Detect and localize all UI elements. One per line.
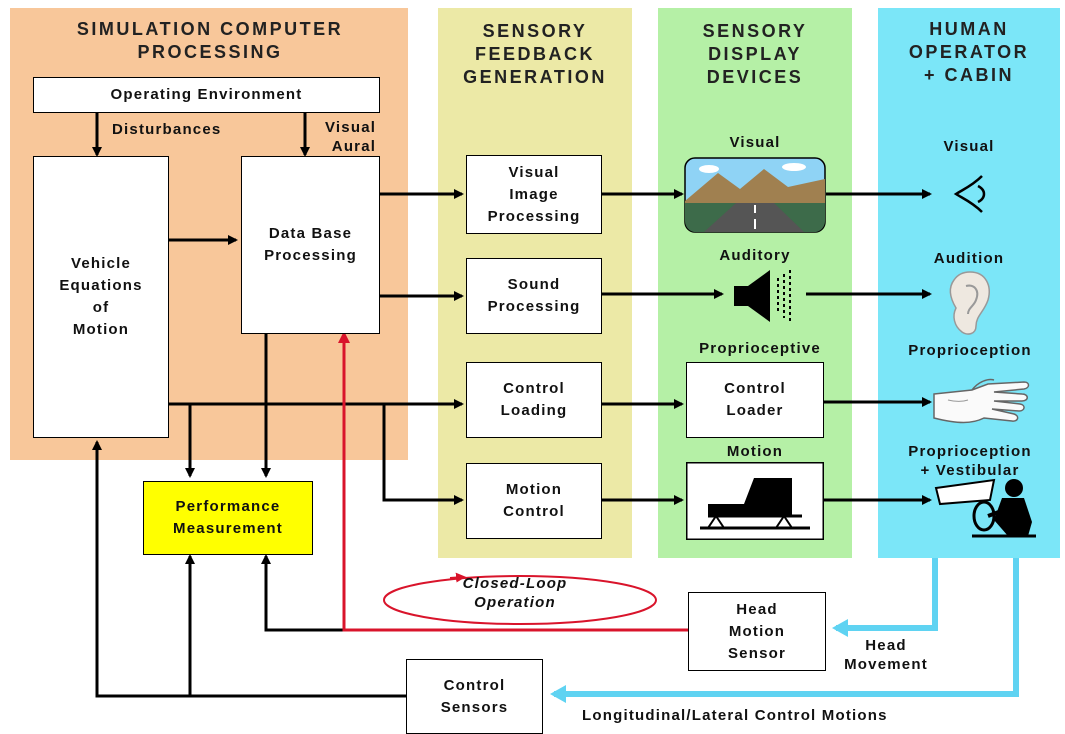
feedback-header: SENSORY FEEDBACK GENERATION — [463, 21, 607, 87]
driver-icon — [934, 478, 1036, 538]
control-loader-box: Control Loader — [686, 362, 824, 438]
speaker-icon — [734, 270, 791, 322]
human-visual-label: Visual — [943, 138, 995, 155]
human-prop-vestibular-label: Proprioception + Vestibular — [908, 443, 1032, 479]
control-loading-box: Control Loading — [466, 362, 602, 438]
control-sensors-box: Control Sensors — [406, 659, 543, 734]
eye-icon — [953, 175, 986, 213]
human-header: HUMAN OPERATOR + CABIN — [908, 19, 1030, 85]
display-header: SENSORY DISPLAY DEVICES — [702, 21, 808, 87]
head-to-performance — [261, 554, 344, 632]
head-movement-arrow — [832, 558, 938, 637]
visual-aural-label: Visual Aural — [325, 119, 377, 155]
operating-environment-box: Operating Environment — [33, 77, 380, 113]
closed-loop-label: Closed-Loop Operation — [462, 575, 568, 611]
simulation-header: SIMULATION COMPUTER PROCESSING — [76, 19, 344, 62]
sound-box: Sound Processing — [466, 258, 602, 334]
display-visual-label: Visual — [729, 134, 781, 151]
road-scene-icon — [684, 157, 826, 233]
vehicle-equations-box: Vehicle Equations of Motion — [33, 156, 169, 438]
long-lat-label: Longitudinal/Lateral Control Motions — [582, 707, 888, 724]
motion-platform-icon — [686, 462, 824, 540]
hand-icon — [933, 378, 1030, 424]
performance-box: Performance Measurement — [143, 481, 313, 555]
control-motions-arrow — [550, 558, 1019, 703]
motion-control-box: Motion Control — [466, 463, 602, 539]
disturbances-label: Disturbances — [112, 121, 222, 138]
ear-icon — [949, 271, 990, 335]
human-proprioception-label: Proprioception — [908, 342, 1032, 359]
head-to-database-red — [338, 331, 688, 632]
display-motion-label: Motion — [726, 443, 784, 460]
head-motion-sensor-box: Head Motion Sensor — [688, 592, 826, 671]
head-movement-label: Head Movement — [844, 637, 928, 673]
display-proprioceptive-label: Proprioceptive — [699, 340, 821, 357]
display-auditory-label: Auditory — [719, 247, 791, 264]
closed-loop-ellipse — [383, 575, 657, 625]
visual-image-box: Visual Image Processing — [466, 155, 602, 234]
data-base-box: Data Base Processing — [241, 156, 380, 334]
human-audition-label: Audition — [933, 250, 1005, 267]
vehicle-to-motion-control — [382, 404, 464, 505]
sensors-to-vehicle — [92, 440, 406, 698]
